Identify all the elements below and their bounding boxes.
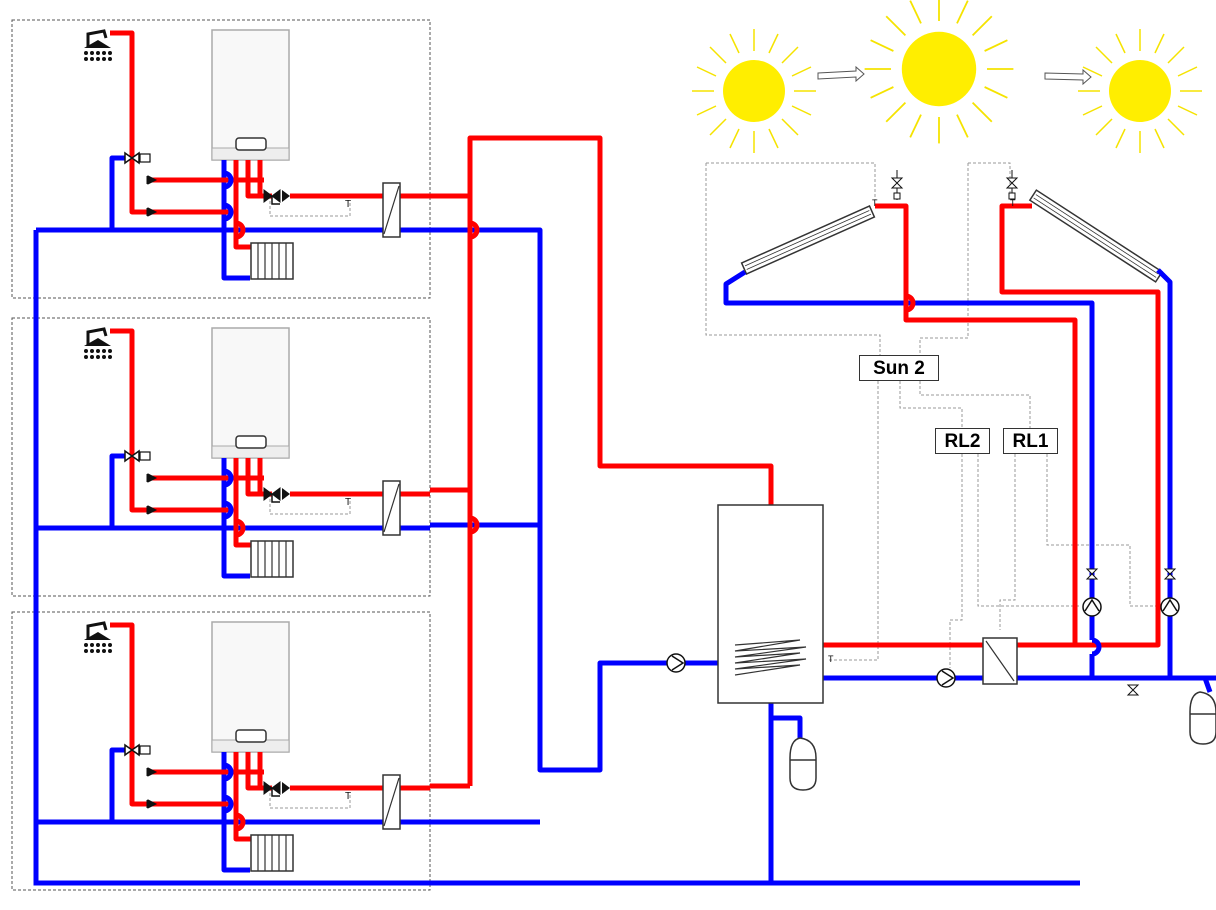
cold-distribution bbox=[430, 227, 1216, 883]
solar-collector-icon bbox=[1028, 189, 1164, 283]
sun-icon bbox=[863, 0, 1015, 145]
hot-distribution bbox=[430, 135, 774, 789]
expansion-vessel-icon bbox=[789, 691, 1216, 791]
pump-icon bbox=[936, 668, 956, 688]
storage-tank-icon: T bbox=[717, 504, 834, 704]
valve-icon bbox=[1085, 568, 1177, 696]
svg-text:T: T bbox=[828, 654, 834, 664]
arrow-right-icon bbox=[817, 65, 1092, 86]
apartment-unit-2 bbox=[12, 318, 430, 596]
solar-cold-loop bbox=[723, 268, 1173, 678]
sun-icon bbox=[691, 28, 817, 154]
svg-text:T: T bbox=[872, 198, 878, 208]
sun-icon bbox=[1077, 28, 1203, 154]
pump-icon bbox=[1160, 597, 1180, 617]
pump-icon bbox=[666, 653, 686, 673]
solar-hot-loop bbox=[822, 203, 1161, 648]
heat-exchanger-icon bbox=[982, 637, 1018, 685]
solar-collector-icon bbox=[740, 205, 876, 275]
pump-icon bbox=[1082, 597, 1102, 617]
svg-text:T: T bbox=[1010, 198, 1016, 208]
controller-label: Sun 2 bbox=[859, 355, 939, 381]
relay-1-label: RL1 bbox=[1003, 428, 1058, 454]
apartment-unit-1 bbox=[12, 20, 430, 298]
cold-riser-left bbox=[33, 230, 1080, 886]
valve-icon bbox=[890, 170, 1019, 200]
apartment-unit-3 bbox=[12, 612, 430, 890]
relay-2-label: RL2 bbox=[935, 428, 990, 454]
